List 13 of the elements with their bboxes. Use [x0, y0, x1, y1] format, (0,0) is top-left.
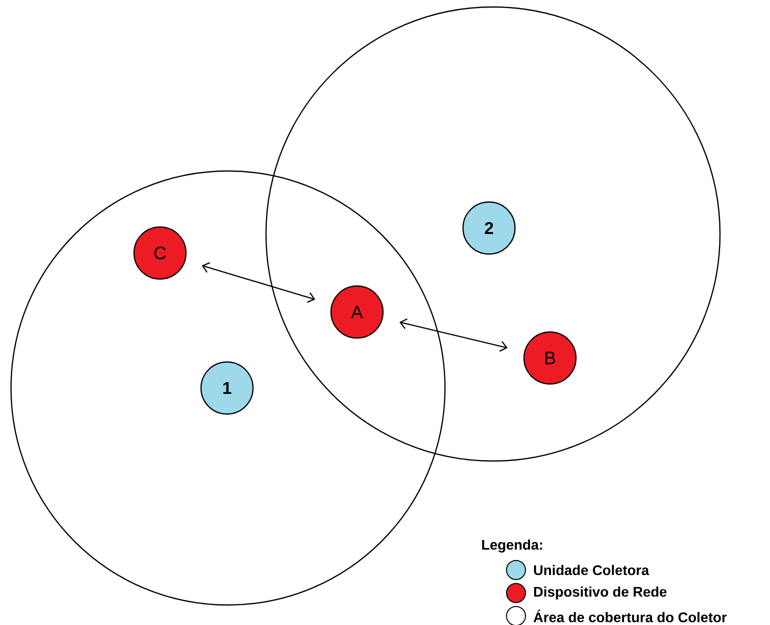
legend-text: Dispositivo de Rede: [534, 586, 667, 600]
network-device-node: C: [133, 226, 187, 280]
network-device-node: A: [330, 285, 384, 339]
double-arrow: [399, 318, 508, 352]
double-arrow: [202, 262, 316, 303]
legend-title: Legenda:: [482, 539, 542, 553]
collector-node: 2: [462, 201, 516, 255]
legend-text: Área de cobertura do Coletor: [534, 610, 727, 622]
legend-text: Unidade Coletora: [534, 564, 650, 576]
collector-node: 1: [200, 361, 254, 415]
network-device-node: B: [523, 331, 577, 385]
coverage-area-circle: [265, 6, 721, 462]
coverage-area-circle: [10, 170, 446, 606]
